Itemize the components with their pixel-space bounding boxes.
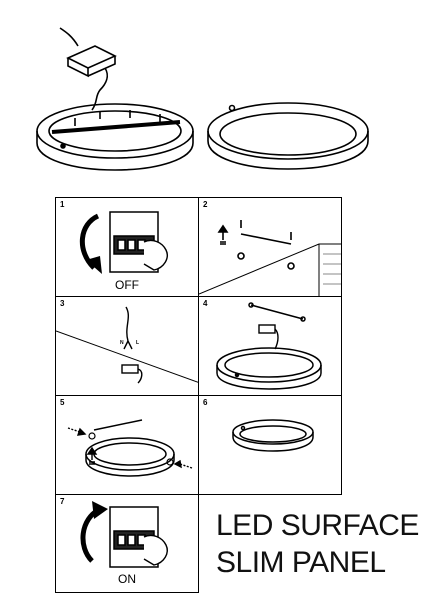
mounting-bracket-icon — [248, 302, 306, 322]
up-arrow-icon — [86, 446, 98, 465]
rotate-arrow-icon — [86, 256, 102, 274]
live-label: L — [136, 340, 140, 346]
wiring-illustration — [56, 306, 198, 384]
screw-fixing-illustration — [67, 419, 193, 477]
mounting-bracket-icon — [237, 220, 295, 270]
step-7-caption: ON — [118, 572, 136, 586]
mounting-frame-icon — [36, 103, 194, 171]
mains-cable-icon — [123, 306, 133, 350]
step-number: 1 — [60, 200, 65, 209]
mounting-frame-icon — [216, 347, 322, 390]
step-1-panel: 1 OFF — [55, 197, 199, 297]
step-number: 5 — [60, 398, 65, 407]
product-overview-illustration — [36, 27, 369, 171]
step-number: 3 — [60, 299, 65, 308]
frame-attach-illustration — [216, 302, 322, 390]
led-driver-icon — [258, 324, 279, 350]
up-arrow-icon — [217, 224, 229, 245]
step-6-panel: 6 — [198, 395, 342, 495]
neutral-label: N — [120, 340, 124, 346]
step-number: 2 — [203, 200, 208, 209]
slim-panel-icon — [207, 102, 369, 170]
screw-icon — [88, 432, 174, 466]
hand-icon — [143, 239, 168, 271]
power-on-illustration — [80, 501, 168, 568]
step-number: 4 — [203, 299, 208, 308]
hand-icon — [143, 534, 168, 566]
step-number: 6 — [203, 398, 208, 407]
step-7-panel: 7 ON — [55, 494, 199, 593]
step-5-panel: 5 — [55, 395, 199, 495]
step-4-panel: 4 — [198, 296, 342, 396]
slim-panel-icon — [232, 419, 314, 452]
product-title: LED SURFACE SLIM PANEL — [216, 507, 421, 581]
product-title-line-2: SLIM PANEL — [216, 546, 386, 579]
product-title-line-1: LED SURFACE — [216, 509, 419, 542]
led-driver-icon — [59, 27, 117, 111]
ceiling-drilling-illustration — [199, 220, 341, 296]
step-3-panel: 3 N L — [55, 296, 199, 396]
panel-installed-illustration — [232, 419, 314, 452]
mounting-frame-icon — [85, 419, 175, 477]
power-off-illustration — [79, 211, 168, 274]
step-1-caption: OFF — [115, 278, 139, 292]
installation-steps-grid: 1 OFF 2 — [55, 197, 342, 593]
led-driver-icon — [121, 364, 143, 384]
step-2-panel: 2 — [198, 197, 342, 297]
rotate-arrow-icon — [92, 501, 108, 519]
step-number: 7 — [60, 497, 65, 506]
push-arrow-icon — [67, 427, 193, 469]
